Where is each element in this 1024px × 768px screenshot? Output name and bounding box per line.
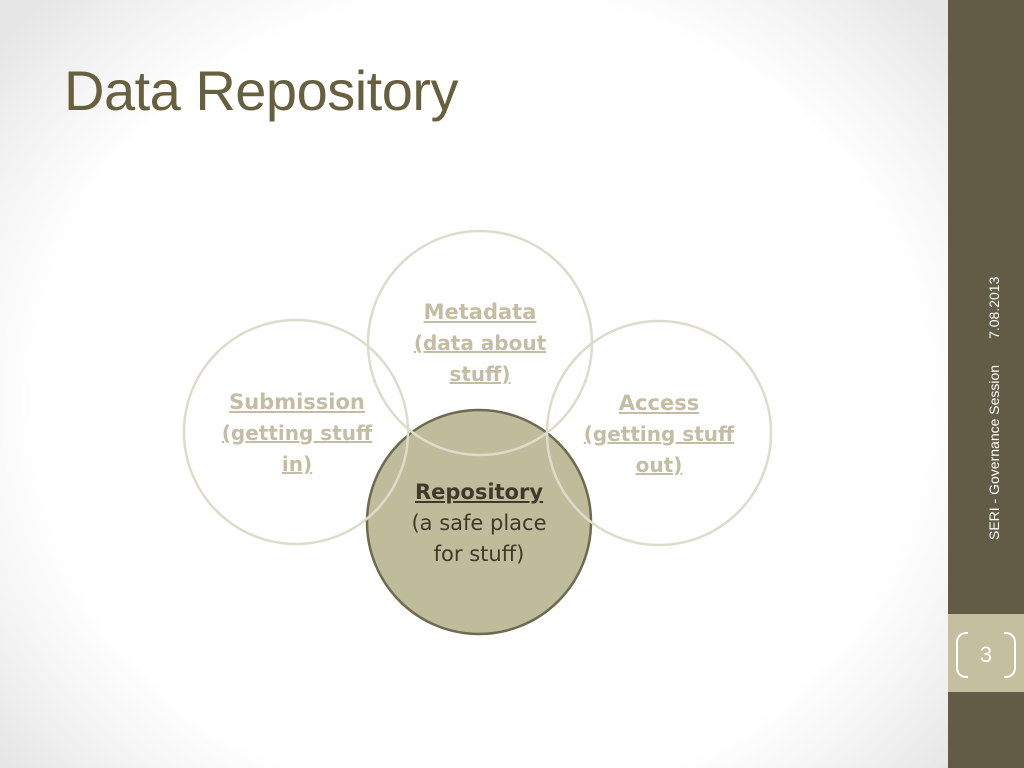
page-number-box: 3: [948, 614, 1024, 692]
metadata-label: Metadata (data about stuff): [395, 297, 565, 390]
submission-circle: [182, 318, 410, 546]
repository-line3: for stuff): [433, 542, 525, 566]
submission-line3: in): [281, 452, 313, 476]
right-bracket-icon: [1004, 632, 1016, 678]
repository-title: Repository: [414, 480, 544, 504]
access-line3: out): [635, 453, 683, 477]
repository-line2: (a safe place: [411, 511, 547, 535]
submission-label: Submission (getting stuff in): [212, 387, 382, 480]
access-title: Access: [618, 391, 700, 415]
left-bracket-icon: [956, 632, 968, 678]
footer-session: SERI - Governance Session: [986, 364, 1002, 540]
repository-label: Repository (a safe place for stuff): [394, 477, 564, 570]
submission-title: Submission: [229, 390, 365, 414]
vertical-footer: SERI - Governance Session 7.08.2013: [986, 277, 1002, 540]
submission-line2: (getting stuff: [221, 421, 373, 445]
access-line2: (getting stuff: [583, 422, 735, 446]
page-number: 3: [979, 642, 993, 667]
metadata-line2: (data about: [413, 331, 547, 355]
venn-diagram: [182, 229, 773, 636]
footer-date: 7.08.2013: [986, 276, 1002, 339]
access-circle: [545, 319, 773, 547]
access-label: Access (getting stuff out): [574, 388, 744, 481]
slide-title: Data Repository: [64, 59, 459, 122]
metadata-title: Metadata: [423, 300, 537, 324]
metadata-line3: stuff): [449, 362, 511, 386]
